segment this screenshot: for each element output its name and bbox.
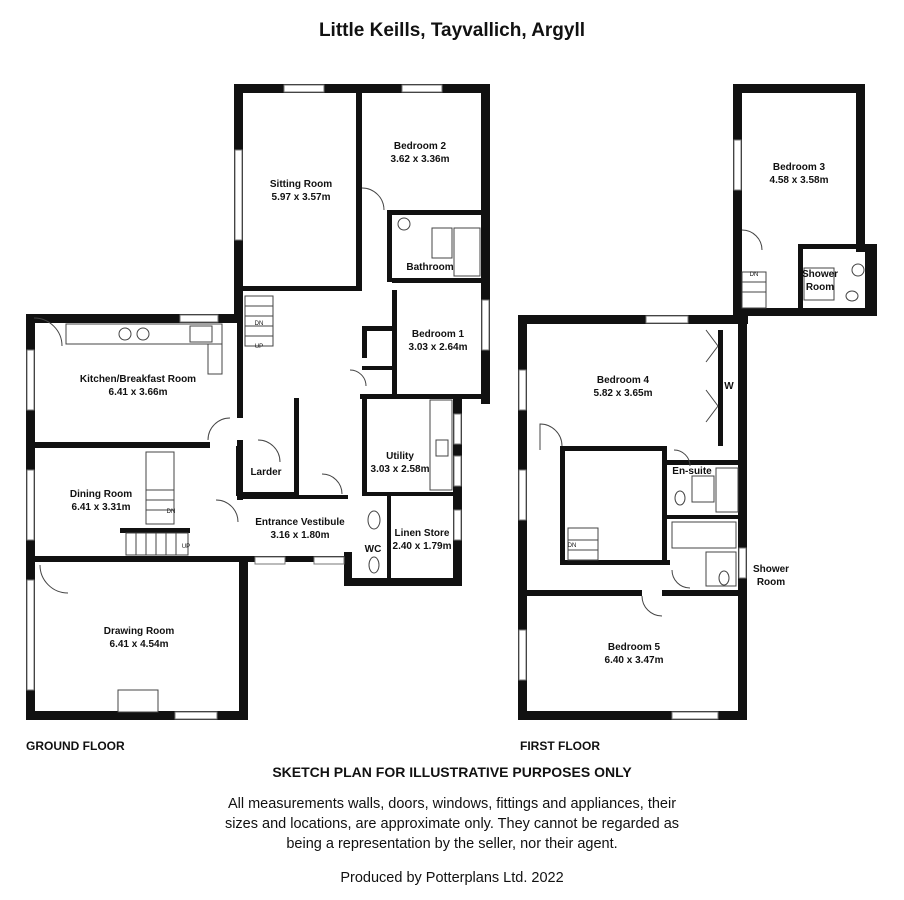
room-entrance-vestibule: Entrance Vestibule 3.16 x 1.80m [255,516,344,542]
room-name: Bedroom 3 [772,162,826,173]
first-floor-fittings [539,229,865,617]
stair-dn-mark: DN [254,321,264,327]
room-name: Bedroom 2 [393,141,447,152]
room-name: Entrance Vestibule [255,517,345,528]
room-dining-room: Dining Room 6.41 x 3.31m [70,488,132,514]
stair-dn-mark-2: DN [166,509,176,515]
room-bedroom-1: Bedroom 1 3.03 x 2.64m [409,328,468,354]
room-wardrobe: W [724,380,733,393]
room-size: 3.03 x 2.64m [408,342,468,353]
disclaimer-heading: SKETCH PLAN FOR ILLUSTRATIVE PURPOSES ON… [272,764,632,780]
first-floor-label: FIRST FLOOR [520,739,600,753]
stair-up-mark-2: UP [181,544,191,550]
room-name: En-suite [672,466,712,477]
room-name: Sitting Room [269,179,333,190]
room-name: WC [364,544,382,555]
room-name: Bedroom 1 [411,329,465,340]
room-bedroom-5: Bedroom 5 6.40 x 3.47m [605,641,664,667]
ground-floor-fittings [33,187,481,713]
room-size: 5.82 x 3.65m [593,388,653,399]
room-utility: Utility 3.03 x 2.58m [371,450,430,476]
room-kitchen: Kitchen/Breakfast Room 6.41 x 3.66m [80,373,196,399]
room-bedroom-2: Bedroom 2 3.62 x 3.36m [391,140,450,166]
room-name: Bathroom [406,262,454,273]
room-size: 5.97 x 3.57m [271,192,331,203]
room-shower-room-lower: Shower Room [749,563,793,589]
room-name: Larder [250,467,282,478]
disclaimer-line: sizes and locations, are approximate onl… [224,816,680,832]
ground-floor-walls [26,84,490,720]
room-name: Shower Room [752,564,790,588]
room-name: Bedroom 4 [596,375,650,386]
room-larder: Larder [250,466,281,479]
room-name: Utility [386,451,414,462]
room-shower-room-upper: Shower Room [798,268,842,294]
room-bedroom-3: Bedroom 3 4.58 x 3.58m [770,161,829,187]
room-size: 3.62 x 3.36m [390,154,450,165]
room-linen-store: Linen Store 2.40 x 1.79m [393,527,452,553]
disclaimer-line: being a representation by the seller, no… [286,836,618,852]
disclaimer-line: All measurements walls, doors, windows, … [227,796,677,812]
room-name: Drawing Room [103,626,175,637]
first-floor-windows [518,139,747,720]
room-size: 4.58 x 3.58m [769,175,829,186]
stair-up-mark: UP [254,344,264,350]
producer-credit: Produced by Potterplans Ltd. 2022 [340,870,564,886]
room-name: Linen Store [394,528,450,539]
room-size: 3.16 x 1.80m [270,530,330,541]
disclaimer-text: All measurements walls, doors, windows, … [180,794,724,854]
room-bathroom: Bathroom [406,261,453,274]
room-name: Bedroom 5 [607,642,661,653]
room-drawing-room: Drawing Room 6.41 x 4.54m [104,625,175,651]
room-size: 6.41 x 3.66m [108,387,168,398]
room-name: Dining Room [69,489,133,500]
room-size: 6.40 x 3.47m [604,655,664,666]
stair-dn-mark-4: DN [567,543,577,549]
stair-dn-mark-3: DN [749,272,759,278]
room-bedroom-4: Bedroom 4 5.82 x 3.65m [594,374,653,400]
room-wc: WC [365,543,382,556]
room-name: Shower Room [801,269,839,293]
room-name: Kitchen/Breakfast Room [79,374,197,385]
room-size: 2.40 x 1.79m [392,541,452,552]
plan-title: Little Keills, Tayvallich, Argyll [318,20,586,41]
ground-floor-windows [26,84,490,720]
room-en-suite: En-suite [672,465,711,478]
room-size: 3.03 x 2.58m [370,464,430,475]
room-size: 6.41 x 3.31m [71,502,131,513]
room-name: W [724,381,734,392]
room-size: 6.41 x 4.54m [109,639,169,650]
room-sitting-room: Sitting Room 5.97 x 3.57m [270,178,332,204]
ground-floor-label: GROUND FLOOR [26,739,125,753]
